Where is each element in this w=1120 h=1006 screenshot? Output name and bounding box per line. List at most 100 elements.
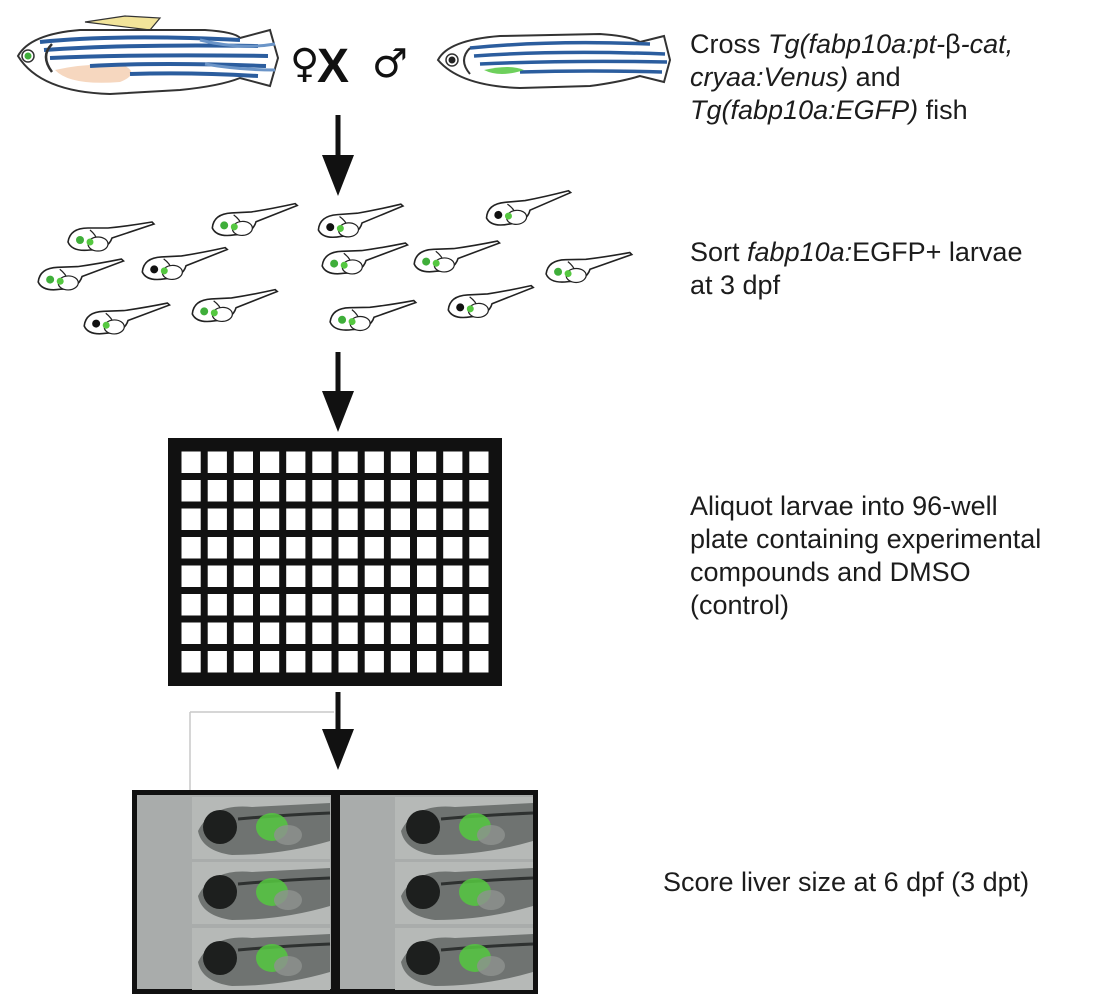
microscopy-panel: [132, 790, 538, 994]
larva: [83, 302, 172, 335]
larva: [329, 299, 418, 332]
well: [260, 480, 280, 502]
well: [390, 451, 410, 473]
well: [312, 622, 332, 644]
caption-text: EGFP+ larvae: [852, 237, 1023, 267]
larva-eye-icon: [456, 303, 465, 312]
well: [260, 651, 280, 673]
cross-symbol: X: [317, 40, 349, 93]
well-plate: [168, 438, 502, 686]
well: [338, 622, 358, 644]
well: [364, 622, 384, 644]
female-symbol: ♀: [290, 41, 319, 87]
male-symbol: ♂: [372, 41, 408, 87]
larva-eye-icon: [76, 236, 84, 244]
caption-line: plate containing experimental: [690, 523, 1041, 556]
italic-text: fabp10a:: [747, 237, 853, 267]
larva-eye-icon: [200, 307, 209, 316]
italic-text: Tg(fabp10a:EGFP): [690, 95, 919, 125]
well: [364, 508, 384, 530]
well: [469, 622, 489, 644]
larva: [317, 203, 405, 239]
well: [207, 508, 227, 530]
well: [469, 508, 489, 530]
caption-line: Aliquot larvae into 96-well: [690, 490, 1041, 523]
larva-eye-icon: [46, 275, 55, 284]
well: [443, 451, 463, 473]
caption-text: fish: [918, 95, 968, 125]
well: [181, 480, 201, 502]
larva-micrograph: [192, 928, 331, 990]
larva: [321, 242, 410, 275]
well: [312, 508, 332, 530]
larvae-group: [37, 189, 634, 335]
larva: [447, 284, 535, 319]
well: [233, 651, 253, 673]
well: [312, 480, 332, 502]
larva-eye-icon: [554, 267, 563, 276]
larva: [545, 251, 634, 284]
step-cross-caption: Cross Tg(fabp10a:pt-β-cat,cryaa:Venus) a…: [690, 28, 1013, 127]
well: [181, 451, 201, 473]
well: [469, 565, 489, 587]
well: [417, 451, 437, 473]
caption-text: plate containing experimental: [690, 524, 1042, 554]
well: [338, 565, 358, 587]
larva: [141, 246, 229, 281]
well: [207, 622, 227, 644]
well: [181, 537, 201, 559]
well: [286, 480, 306, 502]
well: [338, 651, 358, 673]
well: [417, 594, 437, 616]
well: [181, 508, 201, 530]
well: [417, 565, 437, 587]
well: [469, 451, 489, 473]
well: [364, 594, 384, 616]
well: [390, 480, 410, 502]
larva: [485, 189, 573, 226]
caption-line: at 3 dpf: [690, 269, 1022, 302]
italic-text: Tg(fabp10a:pt-: [768, 29, 946, 59]
larva: [37, 258, 126, 291]
italic-text: -cat,: [960, 29, 1014, 59]
well: [364, 651, 384, 673]
well: [390, 622, 410, 644]
larva-eye-icon: [326, 223, 335, 232]
well: [260, 537, 280, 559]
well: [338, 508, 358, 530]
well: [207, 594, 227, 616]
italic-text: cryaa:Venus): [690, 62, 849, 92]
caption-line: Cross Tg(fabp10a:pt-β-cat,: [690, 28, 1013, 61]
well: [286, 622, 306, 644]
larva-eye-icon: [330, 259, 339, 268]
well: [338, 451, 358, 473]
well: [469, 594, 489, 616]
well: [233, 594, 253, 616]
well: [286, 594, 306, 616]
well: [443, 537, 463, 559]
well: [207, 451, 227, 473]
well: [207, 480, 227, 502]
well: [312, 565, 332, 587]
well: [338, 480, 358, 502]
caption-text: and: [848, 62, 901, 92]
larva-micrograph: [192, 797, 331, 859]
larva-eye-icon: [406, 941, 440, 975]
well: [443, 651, 463, 673]
well: [390, 565, 410, 587]
caption-text: Sort: [690, 237, 748, 267]
male-adult-fish: [436, 32, 672, 90]
well: [312, 451, 332, 473]
larva-eye-icon: [92, 319, 101, 328]
well: [417, 651, 437, 673]
well: [233, 622, 253, 644]
larva-micrograph: [192, 862, 331, 924]
larva: [191, 288, 279, 323]
larva-eye-icon: [406, 875, 440, 909]
well: [207, 651, 227, 673]
well: [417, 537, 437, 559]
well: [443, 508, 463, 530]
well: [260, 594, 280, 616]
